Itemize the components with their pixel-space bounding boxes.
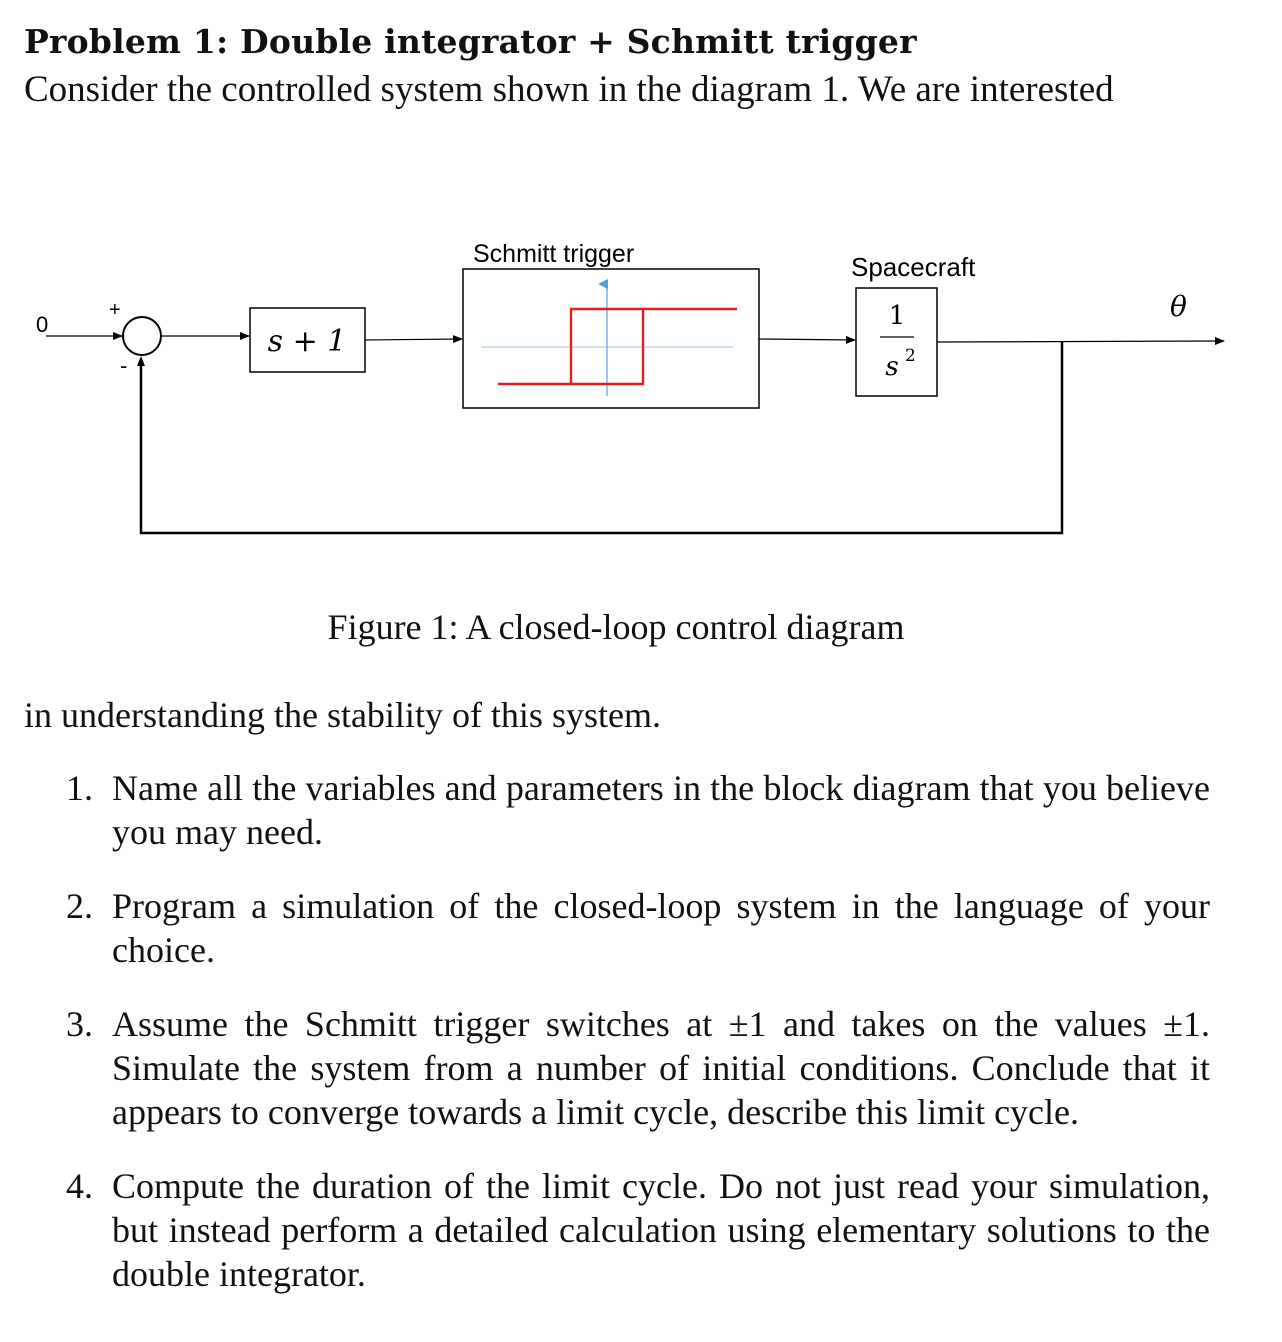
schmitt-trigger-label: Schmitt trigger xyxy=(473,240,634,268)
question-number: 3. xyxy=(66,1004,93,1044)
question-text: Compute the duration of the limit cycle.… xyxy=(112,1166,1210,1294)
controller-block xyxy=(249,307,366,373)
question-item: 3. Assume the Schmitt trigger switches a… xyxy=(0,1002,1282,1134)
spacecraft-label: Spacecraft xyxy=(851,252,976,282)
question-number: 4. xyxy=(66,1166,93,1206)
trigger-to-plant-line xyxy=(758,335,856,344)
input-value-label: 0 xyxy=(36,312,48,337)
plant-numerator: 1 xyxy=(889,301,906,331)
sum-plus-sign: + xyxy=(109,299,121,321)
hysteresis-upper-branch xyxy=(569,307,737,384)
question-item: 1. Name all the variables and parameters… xyxy=(0,766,1282,854)
hysteresis-lower-branch xyxy=(498,309,645,386)
output-theta-label: θ xyxy=(1170,290,1187,323)
question-text: Program a simulation of the closed-loop … xyxy=(112,886,1210,970)
controller-to-trigger-line xyxy=(364,335,463,344)
question-list: 1. Name all the variables and parameters… xyxy=(0,766,1282,1326)
plant-denominator: s xyxy=(885,352,898,382)
question-item: 4. Compute the duration of the limit cyc… xyxy=(0,1164,1282,1296)
continuation-text: in understanding the stability of this s… xyxy=(24,695,661,735)
feedback-arrowhead xyxy=(137,356,145,366)
question-number: 2. xyxy=(66,886,93,926)
output-line xyxy=(936,337,1225,346)
summing-junction xyxy=(122,316,162,356)
question-text: Assume the Schmitt trigger switches at ±… xyxy=(112,1004,1210,1132)
hysteresis-curve xyxy=(498,307,737,386)
sum-minus-sign: - xyxy=(120,353,127,378)
question-text: Name all the variables and parameters in… xyxy=(112,768,1210,852)
problem-title: Problem 1: Double integrator + Schmitt t… xyxy=(24,22,917,61)
figure-caption: Figure 1: A closed-loop control diagram xyxy=(327,607,905,647)
problem-intro: Consider the controlled system shown in … xyxy=(24,69,1114,110)
plant-denominator-exponent: 2 xyxy=(905,346,916,366)
question-item: 2. Program a simulation of the closed-lo… xyxy=(0,884,1282,972)
controller-transfer-function: s + 1 xyxy=(268,324,347,359)
feedback-path xyxy=(139,341,1064,535)
question-number: 1. xyxy=(66,768,93,808)
schmitt-trigger-block xyxy=(462,268,760,409)
block-diagram: 0 + - s + 1 Schmitt trigger Spacecraft 1… xyxy=(36,240,1225,535)
